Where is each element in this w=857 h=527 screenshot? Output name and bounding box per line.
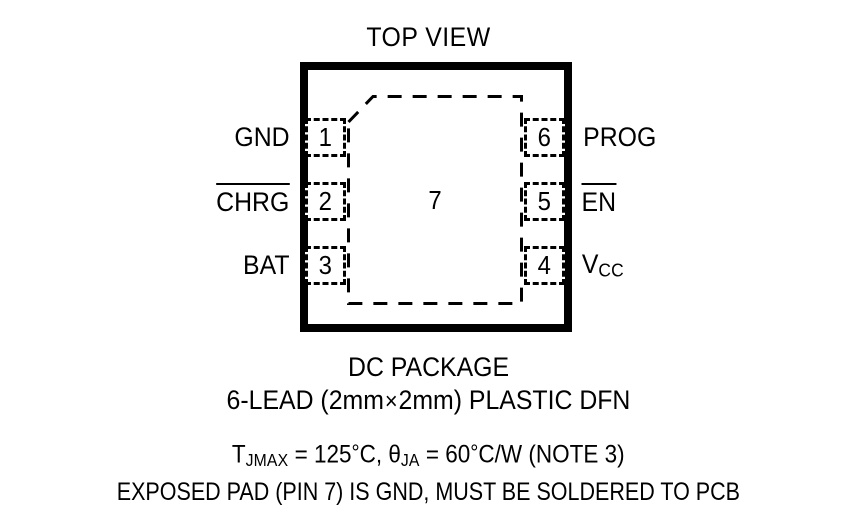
tjmax-symbol: T xyxy=(232,440,246,469)
pin-label-vcc-base: V xyxy=(581,248,599,279)
theta-ja-value: = 60 xyxy=(419,440,471,469)
tjmax-unit: C, xyxy=(359,440,389,469)
pin-label-chrg: CHRG xyxy=(213,182,293,221)
caption-exposed-pad-note-text: EXPOSED PAD (PIN 7) IS GND, MUST BE SOLD… xyxy=(116,478,741,506)
pin-pad-6: 6 xyxy=(524,118,565,157)
pin-pad-3: 3 xyxy=(305,246,346,285)
pin-number-2: 2 xyxy=(318,186,333,216)
pin-label-vcc-subscript: CC xyxy=(598,260,624,282)
package-desc-suffix: 2mm) PLASTIC DFN xyxy=(398,385,631,415)
pin-number-1: 1 xyxy=(318,122,333,152)
package-desc-prefix: 6-LEAD (2mm xyxy=(226,385,384,415)
pin-number-5: 5 xyxy=(537,186,552,216)
degree-icon-theta: ° xyxy=(470,440,479,465)
exposed-pad-number-text: 7 xyxy=(428,184,442,215)
top-view-title: TOP VIEW xyxy=(366,22,491,52)
pin-label-bat: BAT xyxy=(241,246,292,285)
pin-label-prog: PROG xyxy=(580,118,660,157)
caption-package-name-text: DC PACKAGE xyxy=(347,352,510,382)
pin-pad-2: 2 xyxy=(305,182,346,221)
exposed-pad-number: 7 xyxy=(354,95,516,305)
pin-label-en: EN xyxy=(580,182,618,221)
theta-ja-unit: C/W (NOTE 3) xyxy=(478,440,625,469)
pin-label-vcc: VCC xyxy=(580,246,626,285)
pin-label-chrg-text: CHRG xyxy=(215,182,289,217)
exposed-pad-outline xyxy=(347,95,523,305)
caption-package-description: 6-LEAD (2mm×2mm) PLASTIC DFN xyxy=(0,385,857,416)
pin-number-3: 3 xyxy=(318,250,333,280)
pin-label-gnd: GND xyxy=(232,118,292,157)
pin-label-gnd-text: GND xyxy=(234,122,290,152)
multiply-icon: × xyxy=(384,388,398,415)
theta-ja-symbol: θ xyxy=(388,440,402,469)
caption-exposed-pad-note: EXPOSED PAD (PIN 7) IS GND, MUST BE SOLD… xyxy=(0,478,857,507)
pin-pad-4: 4 xyxy=(524,246,565,285)
caption-package-name: DC PACKAGE xyxy=(0,352,857,383)
pin-label-prog-text: PROG xyxy=(583,122,657,152)
pin-number-4: 4 xyxy=(537,250,552,280)
pin-pad-1: 1 xyxy=(305,118,346,157)
tjmax-value: = 125 xyxy=(288,440,352,469)
pin-label-en-text: EN xyxy=(581,182,617,217)
pin-number-6: 6 xyxy=(537,122,552,152)
degree-icon-tjmax: ° xyxy=(351,440,360,465)
pin-pad-5: 5 xyxy=(524,182,565,221)
pin-label-bat-text: BAT xyxy=(243,250,290,280)
tjmax-subscript: JMAX xyxy=(245,449,289,470)
caption-thermal-specs: TJMAX = 125°C, θJA = 60°C/W (NOTE 3) xyxy=(0,440,857,471)
theta-ja-subscript: JA xyxy=(401,449,420,470)
